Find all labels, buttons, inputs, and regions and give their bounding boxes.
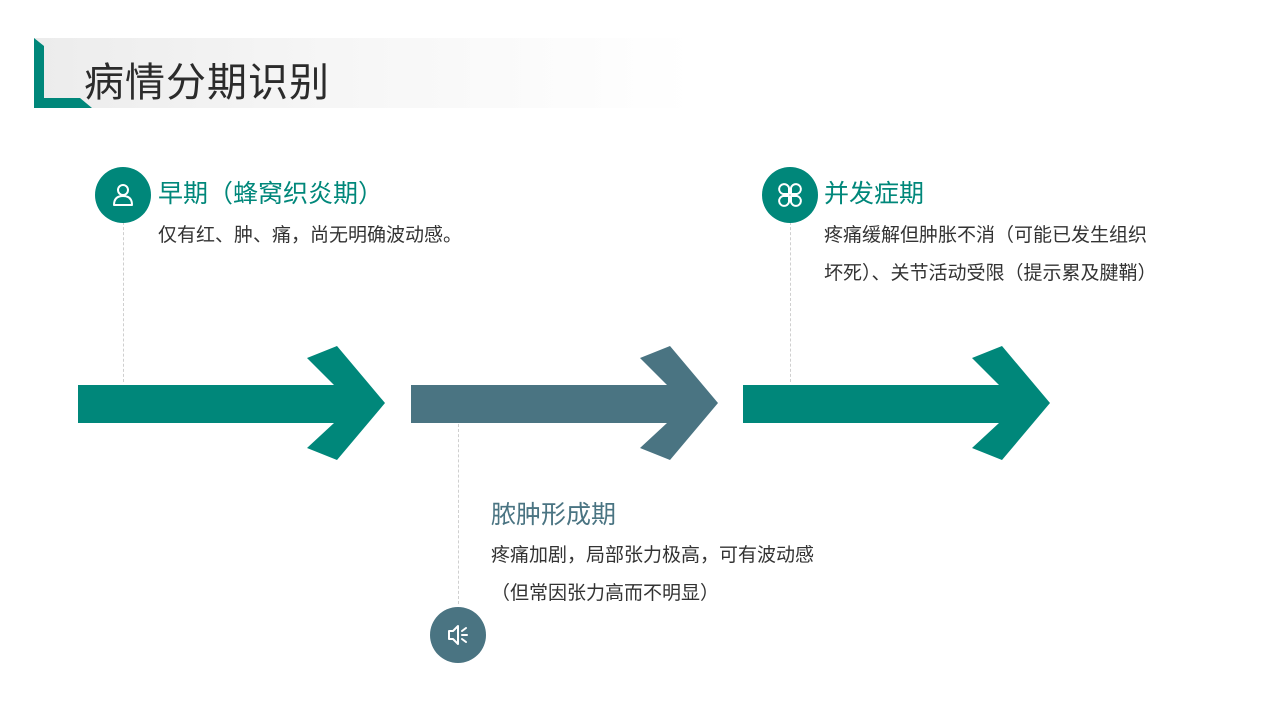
stage-3-badge — [762, 167, 818, 223]
arrow-stage-1 — [78, 346, 385, 460]
stage-2-description: 疼痛加剧，局部张力极高，可有波动感 （但常因张力高而不明显） — [491, 536, 814, 612]
stage-2-desc-line: 疼痛加剧，局部张力极高，可有波动感 — [491, 544, 815, 566]
person-icon — [113, 184, 133, 206]
title-corner-accent — [34, 38, 92, 108]
stage-3-desc-line: 坏死）、关节活动受限（提示累及腱鞘） — [824, 262, 1157, 284]
stage-3-title: 并发症期 — [824, 179, 925, 208]
connector-line-stage-1 — [123, 222, 124, 382]
stage-3-desc-line: 疼痛缓解但肿胀不消（可能已发生组织 — [824, 224, 1148, 246]
stage-1-description: 仅有红、肿、痛，尚无明确波动感。 — [158, 216, 462, 254]
stage-2-badge — [430, 607, 486, 663]
arrow-stage-2 — [411, 346, 718, 460]
stage-2-desc-line: （但常因张力高而不明显） — [491, 582, 720, 604]
stage-1-title: 早期（蜂窝织炎期） — [158, 179, 384, 208]
connector-line-stage-2 — [458, 424, 459, 604]
stage-3-description: 疼痛缓解但肿胀不消（可能已发生组织 坏死）、关节活动受限（提示累及腱鞘） — [824, 216, 1157, 292]
four-petal-icon — [778, 183, 802, 207]
speaker-icon — [448, 625, 468, 645]
arrow-stage-3 — [743, 346, 1050, 460]
stage-1-badge — [95, 167, 151, 223]
page-title: 病情分期识别 — [84, 60, 330, 106]
stage-2-title: 脓肿形成期 — [491, 500, 617, 529]
title-band — [34, 38, 694, 108]
stage-1-desc-line: 仅有红、肿、痛，尚无明确波动感。 — [158, 224, 463, 246]
connector-line-stage-3 — [790, 222, 791, 382]
